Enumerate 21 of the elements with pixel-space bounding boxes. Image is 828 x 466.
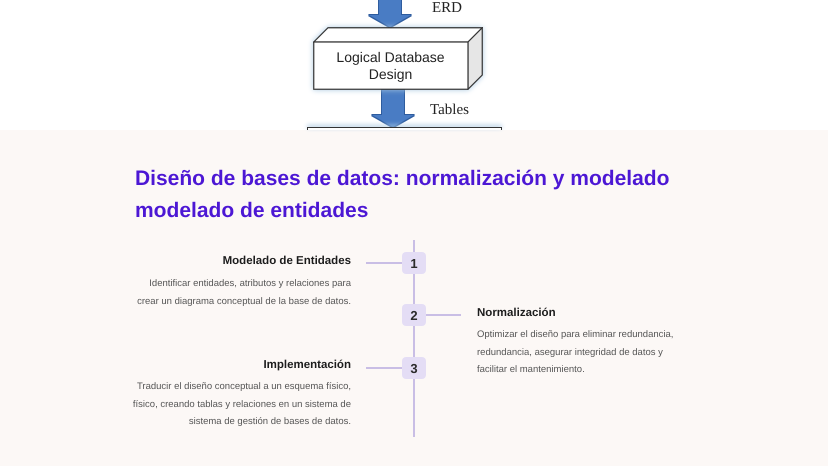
step-number: 1 xyxy=(402,252,426,274)
timeline-line xyxy=(413,240,415,252)
step-description: Optimizar el diseño para eliminar redundancia, redundancia, asegurar integridad de datos y facilitar el mantenimiento. xyxy=(477,328,674,377)
timeline-line xyxy=(413,326,415,357)
connector-line xyxy=(366,262,402,264)
step-number: 3 xyxy=(402,357,426,379)
timeline-line xyxy=(413,274,415,304)
page-title: Diseño de bases de datos: normalización y modelado modelado de entidades xyxy=(135,166,670,224)
step-description: Identificar entidades, atributos y relaciones para crear un diagrama conceptual de la base de datos. xyxy=(136,277,351,308)
block-arrow xyxy=(369,0,411,27)
connector-line xyxy=(426,314,461,316)
step-title: Normalización xyxy=(477,306,556,321)
step-title: Implementación xyxy=(263,358,351,373)
block-label: Logical Database Design xyxy=(335,49,446,83)
step-number: 2 xyxy=(402,304,426,326)
process-box xyxy=(307,127,502,130)
block-arrow xyxy=(372,90,414,127)
step-title: Modelado de Entidades xyxy=(222,254,351,269)
step-description: Traducir el diseño conceptual a un esquema físico, físico, creando tablas y relaciones en un sistema de sistema de gestión de bases de datos. xyxy=(132,380,351,429)
timeline-line xyxy=(413,379,415,437)
connector-line xyxy=(366,367,402,369)
